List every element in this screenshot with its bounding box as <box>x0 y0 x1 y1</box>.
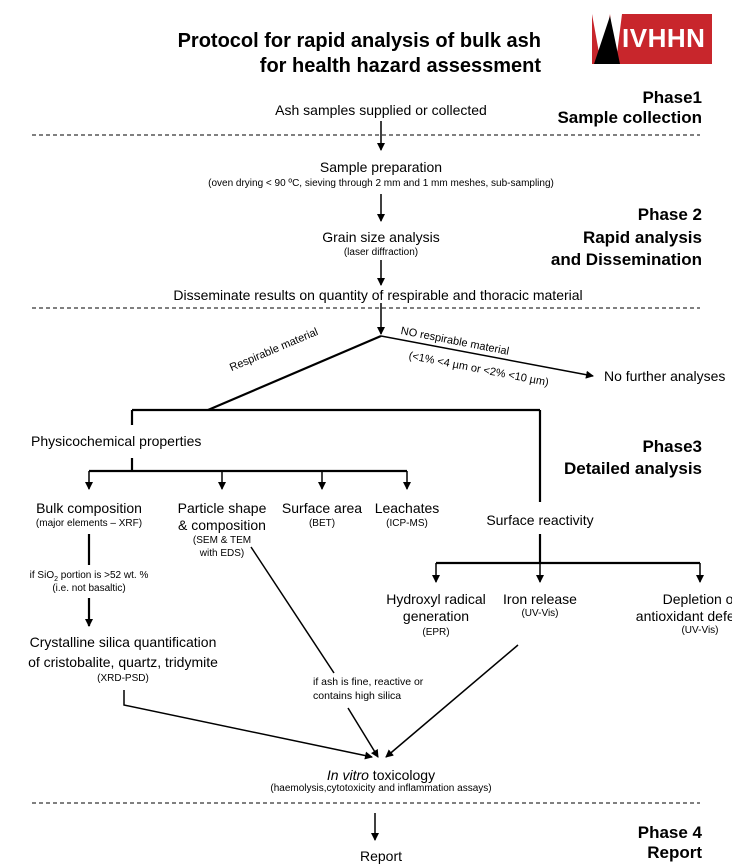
step-bulk-comp: Bulk composition <box>36 500 142 516</box>
title-line2: for health hazard assessment <box>259 55 541 77</box>
phase4-label: Phase 4 <box>637 823 702 842</box>
step-depletion-method: (UV-Vis) <box>681 625 719 636</box>
step-particle-line2: & composition <box>178 517 266 533</box>
line-respirable <box>207 334 382 412</box>
phase3-label: Phase3 <box>642 437 702 456</box>
phase2-label: Phase 2 <box>637 205 702 224</box>
phase2-line2: and Dissemination <box>550 250 702 269</box>
phase3-name: Detailed analysis <box>564 459 702 478</box>
arrow-reactivity-to-invitro <box>385 644 519 758</box>
step-depletion-line2: antioxidant defenses <box>635 608 732 624</box>
step-iron: Iron release <box>503 591 577 607</box>
step-surface-reactivity: Surface reactivity <box>486 512 594 528</box>
step-iron-method: (UV-Vis) <box>521 608 559 619</box>
step-cryst-line1: Crystalline silica quantification <box>29 634 217 650</box>
step-surface-area: Surface area <box>281 500 363 516</box>
logo-text: IVHHN <box>622 23 706 53</box>
phase-dividers <box>32 134 700 804</box>
step-hydroxyl-method: (EPR) <box>422 627 450 638</box>
note-sio2-line1: if SiO2 portion is >52 wt. % <box>29 570 149 583</box>
step-leachates-method: (ICP-MS) <box>386 518 428 529</box>
step-ash-samples: Ash samples supplied or collected <box>275 102 487 118</box>
step-surface-area-method: (BET) <box>308 518 336 529</box>
step-grain-size: Grain size analysis <box>322 229 440 245</box>
note-ash-fine-line1: if ash is fine, reactive or <box>313 676 424 688</box>
step-bulk-comp-method: (major elements – XRF) <box>35 518 143 529</box>
arrow-no-respirable <box>380 335 594 379</box>
phase1-label: Phase1 <box>642 88 702 107</box>
step-hydroxyl-line1: Hydroxyl radical <box>386 591 486 607</box>
step-physchem: Physicochemical properties <box>31 433 202 449</box>
step-hydroxyl-line2: generation <box>402 608 470 624</box>
step-grain-size-method: (laser diffraction) <box>343 247 419 258</box>
step-particle-line1: Particle shape <box>177 500 267 516</box>
step-particle-method2: with EDS) <box>199 548 245 559</box>
step-no-further: No further analyses <box>604 368 726 384</box>
step-sample-prep: Sample preparation <box>319 159 443 175</box>
phase1-name: Sample collection <box>557 108 702 127</box>
note-ash-fine-line2: contains high silica <box>313 690 402 702</box>
arrow-note-to-invitro <box>347 707 379 758</box>
step-sample-prep-detail: (oven drying < 90 ºC, sieving through 2 … <box>208 178 554 189</box>
step-disseminate: Disseminate results on quantity of respi… <box>173 287 583 303</box>
triangle-icon <box>592 14 622 64</box>
step-leachates: Leachates <box>374 500 440 516</box>
phase4-name: Report <box>647 843 702 862</box>
phase2-line1: Rapid analysis <box>582 228 702 247</box>
line-particle-to-note <box>250 546 335 674</box>
step-depletion-line1: Depletion of <box>662 591 732 607</box>
step-particle-method1: (SEM & TEM <box>192 535 252 546</box>
arrow-silica-to-invitro <box>123 690 373 760</box>
step-cryst-line2: of cristobalite, quartz, tridymite <box>28 654 218 670</box>
step-invitro-detail: (haemolysis,cytotoxicity and inflammatio… <box>270 783 492 794</box>
step-cryst-method: (XRD-PSD) <box>97 673 149 684</box>
step-invitro: In vitro toxicology <box>326 767 436 783</box>
note-sio2-line2: (i.e. not basaltic) <box>52 583 126 594</box>
step-report: Report <box>359 848 403 864</box>
title-line1: Protocol for rapid analysis of bulk ash <box>177 30 541 52</box>
ivhhn-logo: IVHHN <box>592 14 712 64</box>
